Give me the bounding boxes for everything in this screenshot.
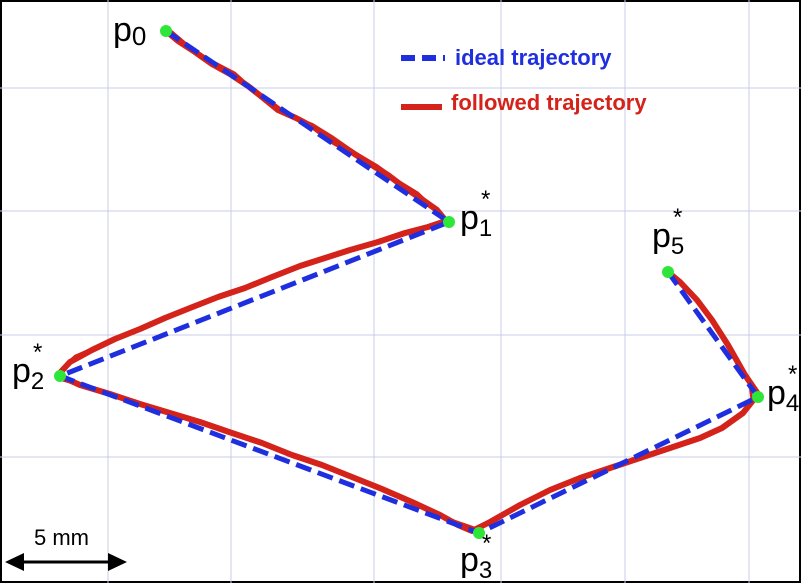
legend-item-followed: followed trajectory — [401, 90, 647, 115]
point-label-p5: p5 — [652, 217, 684, 260]
legend: ideal trajectory followed trajectory — [401, 45, 647, 115]
waypoints — [54, 25, 764, 539]
scale-bar: 5 mm — [5, 525, 127, 571]
point-marker-p0 — [160, 25, 172, 37]
point-label-p4: p4 — [767, 374, 799, 417]
ideal-trajectory-path — [57, 28, 761, 536]
point-labels: p0 p1 * p2 * p3 * p4 * p5 * — [12, 11, 799, 583]
point-label-p5-star: * — [673, 204, 682, 231]
point-label-p2: p2 — [12, 352, 44, 395]
point-label-p3-star: * — [482, 530, 491, 557]
point-label-p1: p1 — [460, 199, 492, 242]
point-label-p4-star: * — [788, 361, 797, 388]
point-marker-p1 — [443, 216, 455, 228]
point-label-p2-star: * — [33, 339, 42, 366]
scale-bar-arrow-right-icon — [108, 553, 127, 571]
scale-bar-arrow-left-icon — [5, 553, 24, 571]
point-marker-p2 — [54, 370, 66, 382]
point-label-p3: p3 — [460, 541, 492, 583]
scale-bar-label: 5 mm — [34, 525, 89, 550]
legend-label-ideal: ideal trajectory — [455, 45, 612, 70]
legend-label-followed: followed trajectory — [451, 90, 647, 115]
ideal-trajectory — [57, 28, 761, 536]
point-marker-p3 — [473, 527, 485, 539]
point-label-p0: p0 — [113, 11, 146, 51]
point-label-p1-star: * — [481, 186, 490, 213]
legend-item-ideal: ideal trajectory — [401, 45, 612, 70]
point-marker-p5 — [662, 266, 674, 278]
point-marker-p4 — [752, 391, 764, 403]
